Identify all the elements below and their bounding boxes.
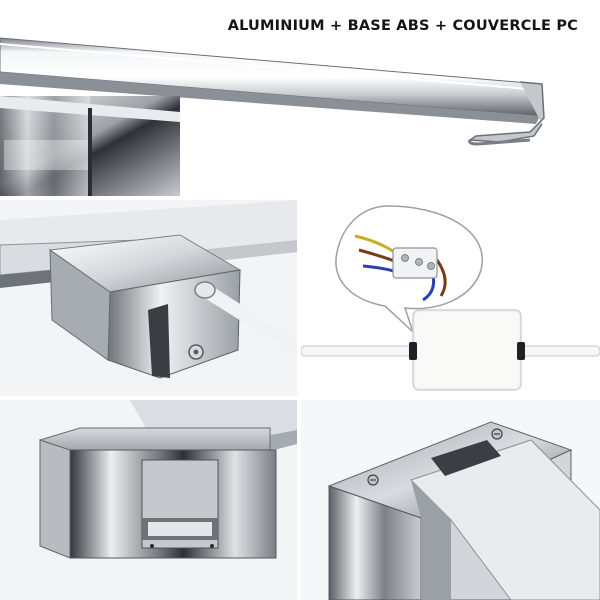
panel-mount-bracket: [0, 200, 297, 396]
mount-bracket-icon: [0, 200, 297, 379]
panel-chrome-box: [0, 400, 297, 600]
light-bar-icon: [0, 37, 545, 196]
clamp-mount-icon: [327, 421, 600, 600]
material-caption: ALUMINIUM + BASE ABS + COUVERCLE PC: [227, 18, 578, 34]
chrome-box-icon: [38, 400, 297, 559]
terminal-block-icon: [301, 205, 600, 391]
panel-clamp-mount: [301, 400, 600, 600]
panel-light-bar: ALUMINIUM + BASE ABS + COUVERCLE PC: [0, 0, 600, 196]
panel-terminal-block: [301, 200, 600, 396]
